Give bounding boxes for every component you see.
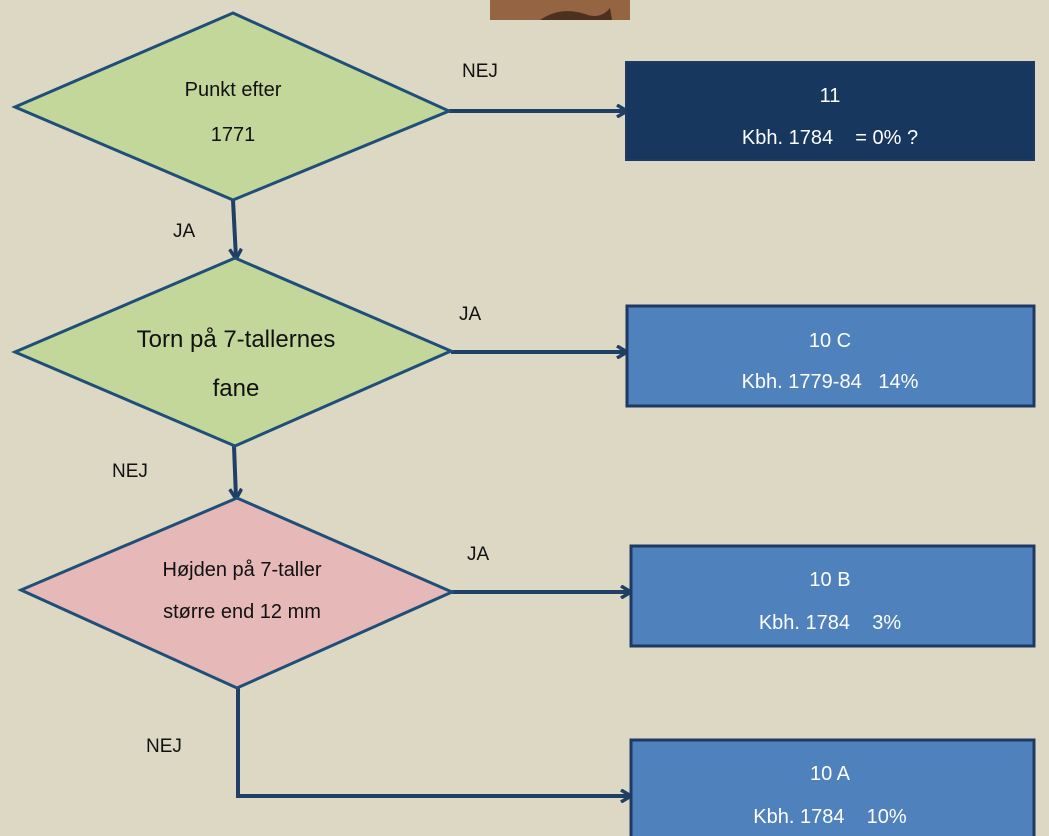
result-box-10b <box>629 544 1036 648</box>
decision-2-line1: Torn på 7-tallernes <box>137 326 336 353</box>
result-box-11 <box>625 61 1035 161</box>
result-10a-detail: Kbh. 1784 10% <box>753 806 907 828</box>
result-11-detail: Kbh. 1784 = 0% ? <box>742 127 918 149</box>
result-10b-code: 10 B <box>809 569 850 591</box>
decision-3-line2: større end 12 mm <box>163 601 321 623</box>
result-10c-code: 10 C <box>809 330 851 352</box>
connector-d2-d3 <box>234 445 236 498</box>
result-11-code: 11 <box>820 85 841 107</box>
edge-label-d3-right: JA <box>467 544 490 565</box>
connector-d3-r4 <box>236 688 630 796</box>
decision-2-line2: fane <box>213 375 260 402</box>
connectors <box>233 111 630 796</box>
edge-label-d2-down: NEJ <box>112 461 148 482</box>
decision-diamond-1 <box>11 11 453 202</box>
decision-1-line2: 1771 <box>211 124 256 146</box>
decision-3-line1: Højden på 7-taller <box>163 559 322 581</box>
connector-d1-d2 <box>233 199 236 258</box>
edge-label-d3-down: NEJ <box>146 736 182 757</box>
edge-label-d2-right: JA <box>459 304 482 325</box>
edge-label-d1-right: NEJ <box>462 61 498 82</box>
decision-diamond-3 <box>17 496 456 690</box>
result-box-10c <box>625 304 1036 408</box>
result-10b-detail: Kbh. 1784 3% <box>759 612 902 634</box>
edge-label-d1-down: JA <box>173 221 196 242</box>
decision-diamond-2 <box>11 256 455 448</box>
decision-1-line1: Punkt efter <box>185 79 282 101</box>
result-10c-detail: Kbh. 1779-84 14% <box>742 371 919 393</box>
result-10a-code: 10 A <box>810 763 851 785</box>
result-box-10a <box>629 738 1036 836</box>
